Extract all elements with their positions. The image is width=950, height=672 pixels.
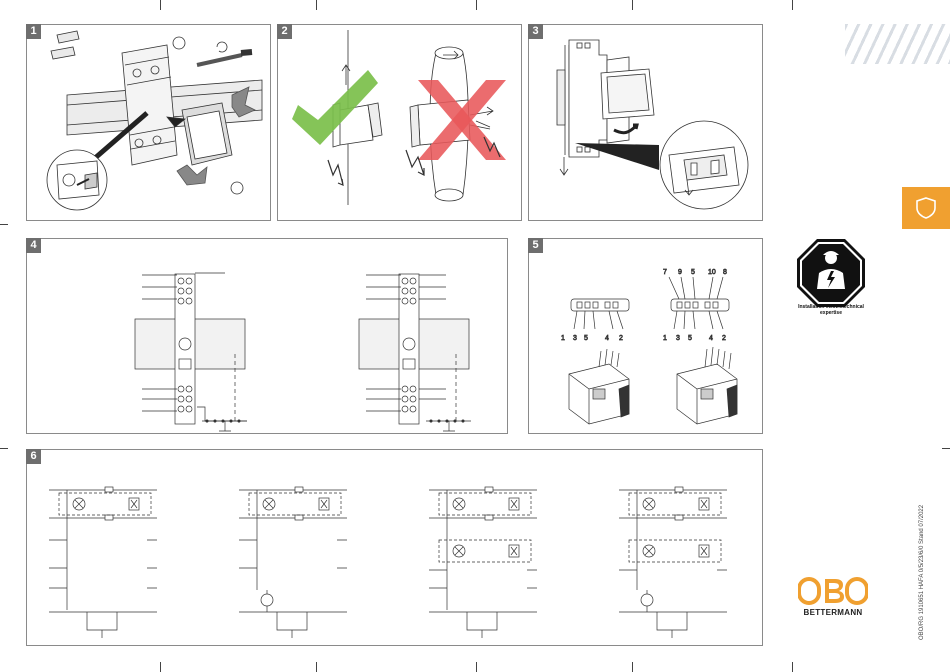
terminal-label-bottom: 1 [663,335,667,342]
crop-mark [792,0,793,10]
terminal-label-bottom: 2 [619,335,623,342]
document-code: OBO/RG 1910651 HAFA 0/5/23/6/0 Stand 07/… [919,505,925,640]
hatch-pattern [845,24,950,64]
crop-mark [160,662,161,672]
safety-sign-caption: Installation electrotechnical expertise [790,304,872,316]
terminal-label-top: 9 [678,269,682,276]
circuit-diagrams [27,450,764,647]
install-illustration [27,25,272,222]
crop-mark [942,448,950,449]
crop-mark [476,662,477,672]
crop-mark [160,0,161,10]
obo-logo [798,577,868,607]
terminal-label-top: 8 [723,269,727,276]
terminal-label-bottom: 4 [605,335,609,342]
crop-mark [632,662,633,672]
terminal-illustration: 7 9 5 10 8 1 3 5 4 2 1 3 5 4 2 [529,239,764,435]
terminal-label-bottom: 5 [688,335,692,342]
terminal-label-bottom: 3 [573,335,577,342]
category-tab [902,187,950,229]
panel-4-wiring: 4 [26,238,508,434]
crop-mark [316,662,317,672]
crop-mark [316,0,317,10]
terminal-label-bottom: 2 [722,335,726,342]
terminal-label-bottom: 1 [561,335,565,342]
panel-3-removal: 3 [528,24,763,221]
shield-icon [914,196,938,220]
removal-illustration [529,25,764,222]
terminal-label-bottom: 3 [676,335,680,342]
crop-mark [632,0,633,10]
panel-1-installation: 1 [26,24,271,221]
crop-mark [0,448,8,449]
terminal-label-bottom: 4 [709,335,713,342]
electrician-hazard-icon [797,239,865,307]
terminal-label-top: 10 [708,269,716,276]
crop-mark [792,662,793,672]
cabling-illustration [278,25,523,222]
crop-mark [476,0,477,10]
panel-2-cabling: 2 [277,24,522,221]
terminal-block-3d-left [569,349,629,424]
brand-name: BETTERMANN [798,608,868,617]
panel-5-terminals: 5 7 9 5 10 8 1 3 5 4 2 1 [528,238,763,434]
terminal-label-bottom: 5 [584,335,588,342]
terminal-block-3d-right [677,347,737,424]
wiring-illustration [27,239,509,435]
panel-6-circuit-diagrams: 6 [26,449,763,646]
crop-mark [0,224,8,225]
terminal-label-top: 5 [691,269,695,276]
terminal-label-top: 7 [663,269,667,276]
